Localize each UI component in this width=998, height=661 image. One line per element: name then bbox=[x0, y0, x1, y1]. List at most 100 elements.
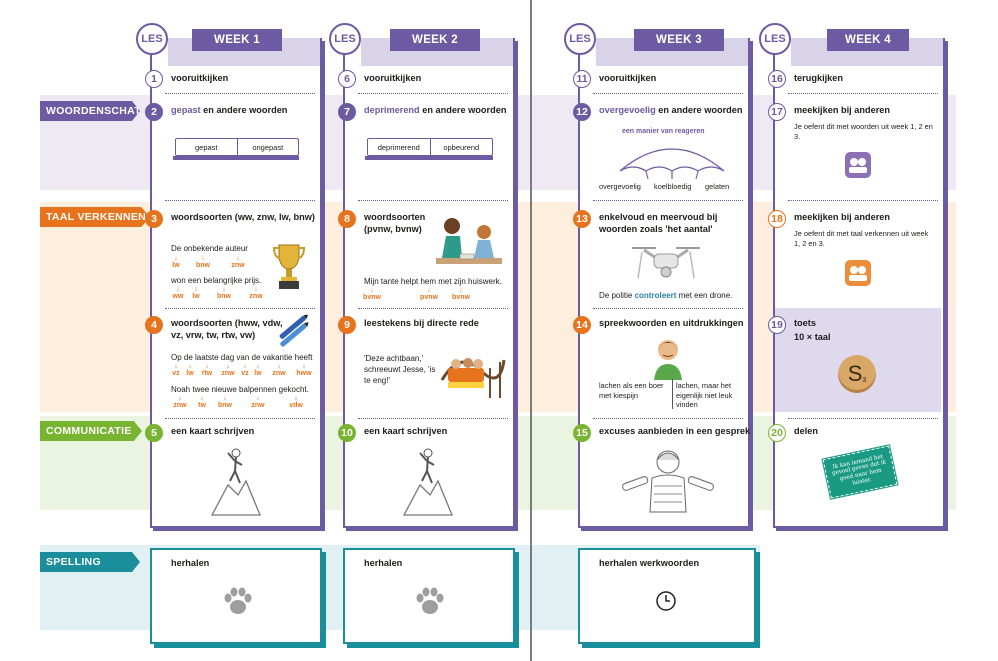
lesson-number-9: 9 bbox=[338, 316, 356, 334]
umbrella-word: gelaten bbox=[705, 182, 730, 191]
divider bbox=[358, 418, 508, 419]
lesson-number-18: 18 bbox=[768, 210, 786, 228]
paw-icon bbox=[416, 587, 444, 614]
tag: ↓bnw bbox=[217, 286, 231, 300]
tag: ↓vdw bbox=[289, 395, 303, 409]
trophy-icon bbox=[272, 244, 306, 289]
lesson-19-title[interactable]: toets bbox=[794, 318, 816, 328]
umbrella-title: een manier van reageren bbox=[622, 128, 705, 135]
tag: ↓znw bbox=[173, 395, 187, 409]
title-rest: en andere woorden bbox=[655, 105, 743, 115]
divider bbox=[788, 418, 938, 419]
peers-orange-icon bbox=[845, 260, 871, 286]
lesson-number-16: 16 bbox=[768, 70, 786, 88]
pens-icon bbox=[279, 314, 309, 347]
title-rest: en andere woorden bbox=[419, 105, 507, 115]
tag: ↓pvnw bbox=[420, 287, 438, 301]
lesson-10-title[interactable]: een kaart schrijven bbox=[364, 426, 448, 436]
section-tag-spelling: SPELLING bbox=[40, 552, 140, 572]
tile-letter: S bbox=[847, 361, 863, 386]
scale-base bbox=[365, 156, 493, 160]
lesson-8-title[interactable]: woordsoorten (pvnw, bvnw) bbox=[364, 212, 426, 234]
scale-right: opbeurend bbox=[443, 142, 480, 152]
lesson-5-title[interactable]: een kaart schrijven bbox=[171, 426, 255, 436]
scale-left: gepast bbox=[194, 142, 218, 152]
tag: ↓lw bbox=[172, 255, 180, 269]
lesson-1-title[interactable]: vooruitkijken bbox=[171, 73, 229, 83]
lesson-17-title[interactable]: meekijken bij anderen bbox=[794, 105, 890, 115]
tag: ↓znw bbox=[251, 395, 265, 409]
spelling-card-week-2 bbox=[343, 548, 515, 644]
tag: ↓tw bbox=[198, 395, 206, 409]
example-sentence: De onbekende auteur bbox=[171, 244, 248, 253]
scale-left: deprimerend bbox=[377, 142, 420, 152]
divider bbox=[165, 93, 315, 94]
spelling-title[interactable]: herhalen bbox=[364, 558, 403, 568]
lesson-number-2: 2 bbox=[145, 103, 163, 121]
umbrella-word: koelbloedig bbox=[654, 182, 692, 191]
column-week-3 bbox=[578, 38, 750, 528]
les-badge-week-4: LES bbox=[759, 23, 791, 55]
lesson-14-title[interactable]: spreekwoorden en uitdrukkingen bbox=[599, 318, 744, 328]
lesson-20-title[interactable]: delen bbox=[794, 426, 818, 436]
lesson-11-title[interactable]: vooruitkijken bbox=[599, 73, 657, 83]
lesson-19-subtitle: 10 × taal bbox=[794, 332, 831, 342]
lesson-18-title[interactable]: meekijken bij anderen bbox=[794, 212, 890, 222]
keyword: controleert bbox=[634, 291, 677, 300]
example-sentence: Mijn tante helpt hem met zijn huiswerk. bbox=[364, 277, 502, 286]
lesson-2-title[interactable]: gepast en andere woorden bbox=[171, 105, 287, 117]
lesson-number-13: 13 bbox=[573, 210, 591, 228]
lesson-7-title[interactable]: deprimerend en andere woorden bbox=[364, 105, 506, 117]
week-4-label: WEEK 4 bbox=[827, 29, 909, 51]
umbrella-word: overgevoelig bbox=[599, 182, 641, 191]
divider bbox=[165, 418, 315, 419]
title-rest: en andere woorden bbox=[200, 105, 288, 115]
tag: ↓vz bbox=[172, 363, 180, 377]
lesson-number-20: 20 bbox=[768, 424, 786, 442]
scale-base bbox=[173, 156, 299, 160]
spelling-title[interactable]: herhalen bbox=[171, 558, 210, 568]
divider bbox=[788, 93, 938, 94]
lesson-18-text: Je oefent dit met taal verkennen uit wee… bbox=[794, 229, 929, 248]
divider bbox=[358, 308, 508, 309]
tag: ↓bvnw bbox=[363, 287, 381, 301]
tag: ↓lw bbox=[254, 363, 262, 377]
word-scale-bar: deprimerend opbeurend bbox=[367, 138, 493, 156]
lesson-number-3: 3 bbox=[145, 210, 163, 228]
lesson-number-10: 10 bbox=[338, 424, 356, 442]
climber-icon bbox=[210, 448, 261, 516]
lesson-9-title[interactable]: leestekens bij directe rede bbox=[364, 318, 479, 328]
lesson-number-19: 19 bbox=[768, 316, 786, 334]
divider bbox=[593, 200, 743, 201]
tag: ↓znw bbox=[249, 286, 263, 300]
lesson-number-4: 4 bbox=[145, 316, 163, 334]
boy-icon bbox=[654, 340, 682, 380]
peers-purple-icon bbox=[845, 152, 871, 178]
tag: ↓znw bbox=[231, 255, 245, 269]
homework-icon bbox=[436, 218, 502, 264]
lesson-number-8: 8 bbox=[338, 210, 356, 228]
lesson-number-1: 1 bbox=[145, 70, 163, 88]
divider bbox=[788, 200, 938, 201]
divider bbox=[593, 418, 743, 419]
lesson-6-title[interactable]: vooruitkijken bbox=[364, 73, 422, 83]
spelling-card-week-1 bbox=[150, 548, 322, 644]
lesson-13-title[interactable]: enkelvoud en meervoud bij woorden zoals … bbox=[599, 212, 718, 234]
tag: ↓hww bbox=[296, 363, 312, 377]
keyword: overgevoelig bbox=[599, 105, 656, 115]
spelling-title[interactable]: herhalen werkwoorden bbox=[599, 558, 700, 568]
tag: ↓ww bbox=[172, 286, 184, 300]
lesson-15-title[interactable]: excuses aanbieden in een gesprek bbox=[599, 426, 751, 436]
lesson-12-title[interactable]: overgevoelig en andere woorden bbox=[599, 105, 742, 117]
lesson-number-11: 11 bbox=[573, 70, 591, 88]
tag: ↓znw bbox=[221, 363, 235, 377]
tag: ↓rtw bbox=[201, 363, 213, 377]
keyword: deprimerend bbox=[364, 105, 420, 115]
climber-icon bbox=[402, 448, 453, 516]
week-2-label: WEEK 2 bbox=[390, 29, 480, 51]
lesson-16-title[interactable]: terugkijken bbox=[794, 73, 844, 83]
lesson-4-title[interactable]: woordsoorten (hww, vdw, vz, vrw, tw, rtw… bbox=[171, 318, 283, 340]
lesson-3-title[interactable]: woordsoorten (ww, znw, lw, bnw) bbox=[171, 212, 315, 222]
lesson-number-15: 15 bbox=[573, 424, 591, 442]
